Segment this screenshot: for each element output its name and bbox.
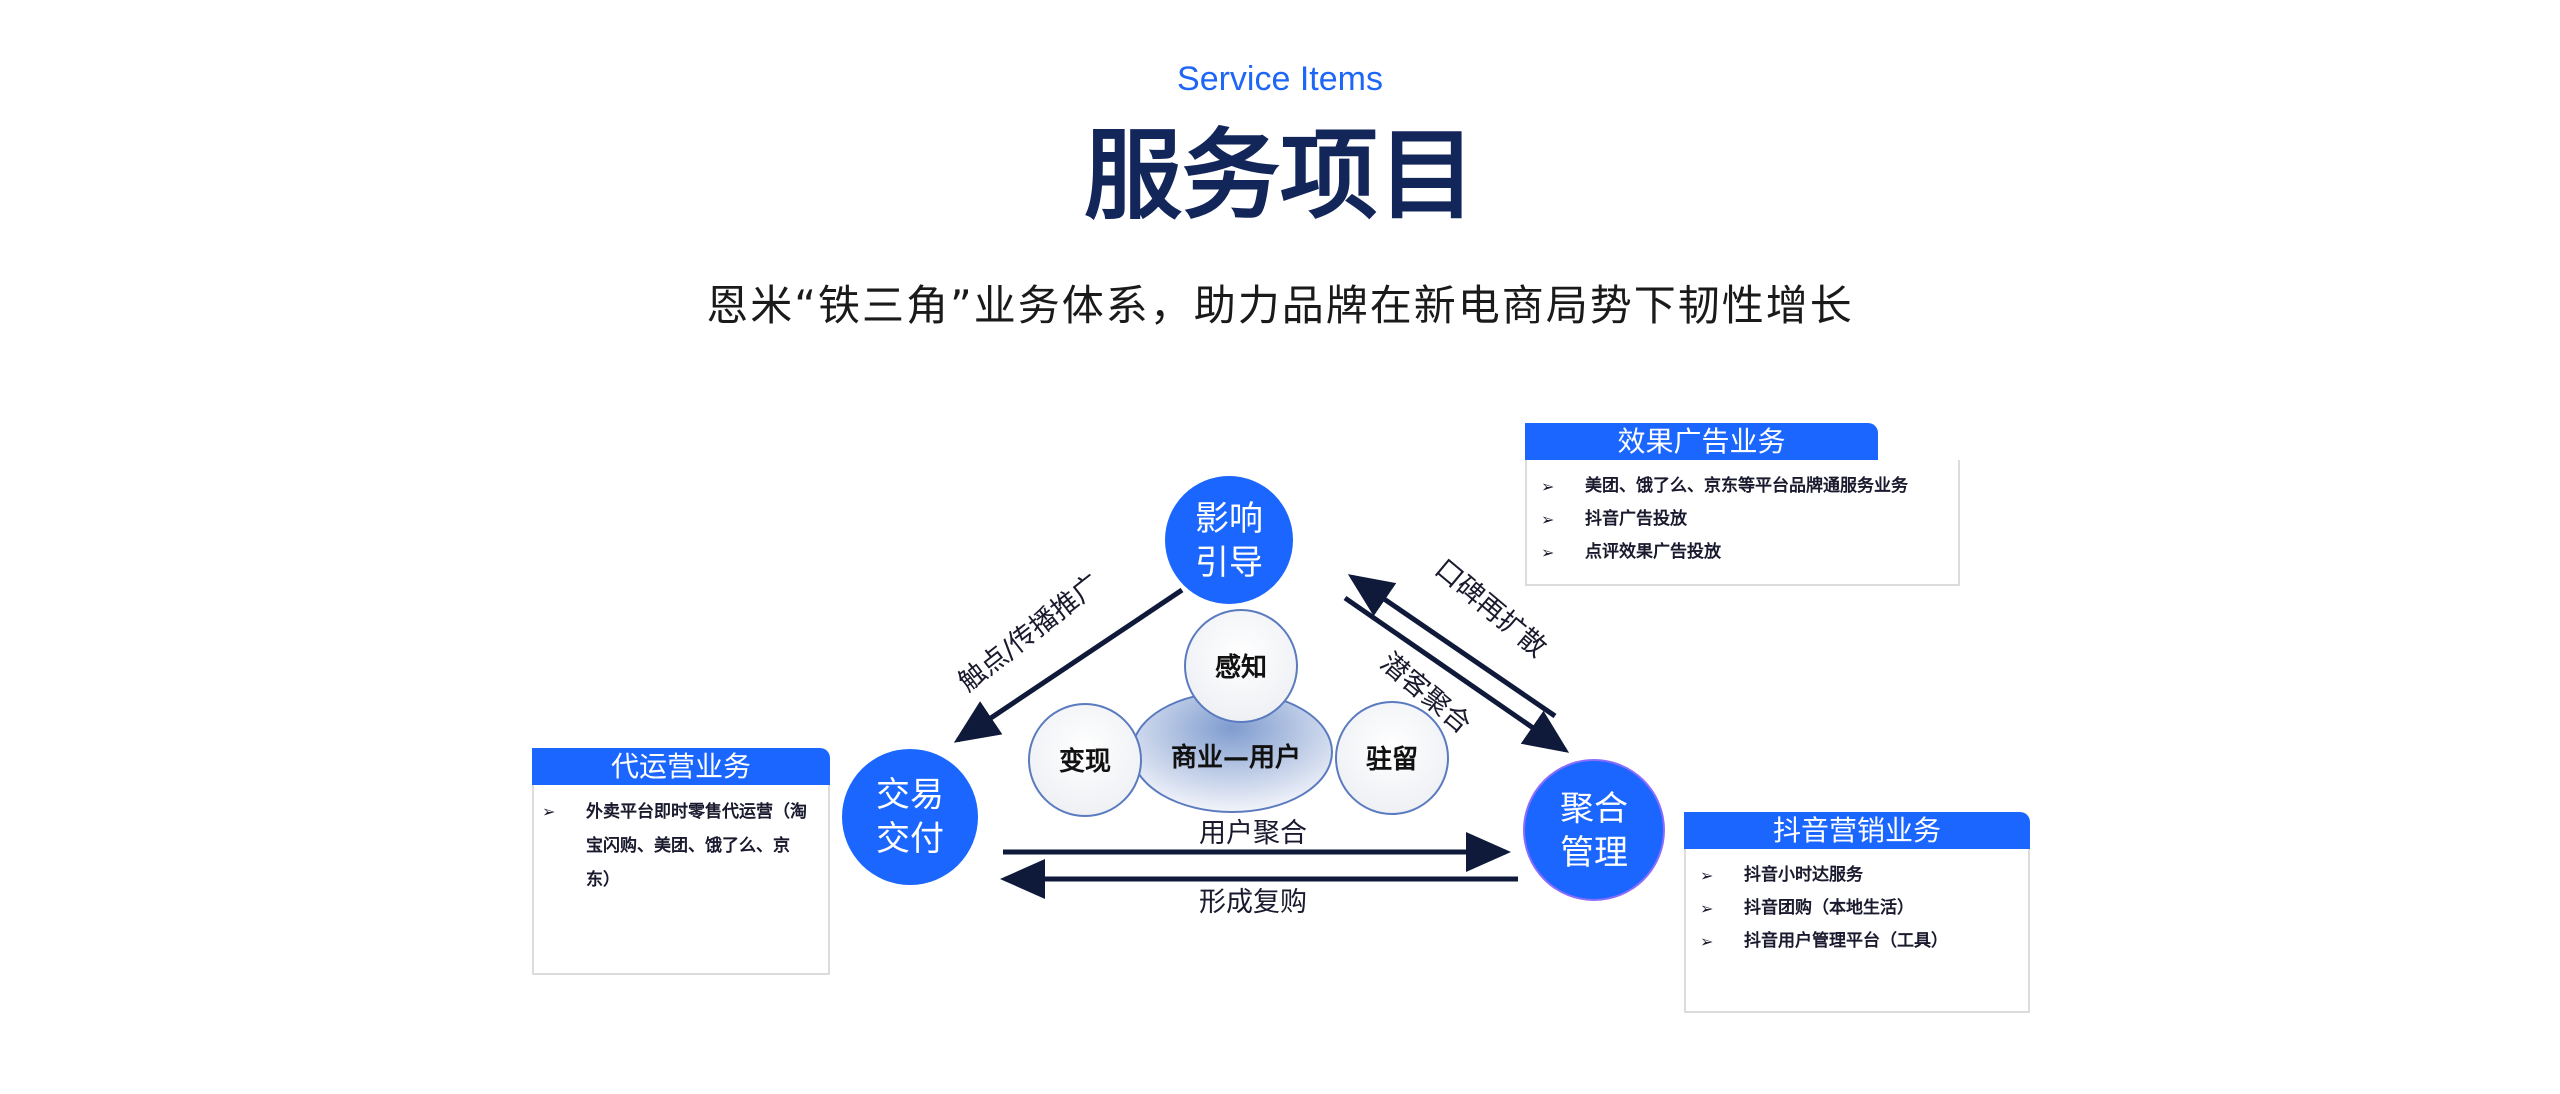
arrow-bullet-icon: ➢ [1700,866,1714,885]
arrow-bullet-icon: ➢ [1700,932,1714,951]
node-transaction-line1: 交易 [876,775,944,815]
arrow-bullet-icon: ➢ [1541,543,1555,562]
node-influence-line2: 引导 [1195,543,1263,583]
arrow-bullet-icon: ➢ [1700,899,1714,918]
node-influence [1165,476,1293,604]
core-label: 商业—用户 [1171,742,1301,773]
node-aggregation-line1: 聚合 [1560,789,1628,829]
bubble-monetize [1028,703,1142,817]
bubble-perceive [1184,609,1298,723]
box-operations: 代运营业务 ➢外卖平台即时零售代运营（淘宝闪购、美团、饿了么、京东） [532,748,830,975]
box-douyin-title: 抖音营销业务 [1684,812,2030,849]
node-aggregation-line2: 管理 [1560,833,1628,873]
section-eyebrow: Service Items [1177,60,1383,98]
box-douyin: 抖音营销业务 ➢抖音小时达服务 ➢抖音团购（本地生活） ➢抖音用户管理平台（工具… [1684,812,2030,1013]
box-ads-title: 效果广告业务 [1525,423,1878,460]
node-transaction-line2: 交付 [876,819,944,859]
list-item: ➢抖音用户管理平台（工具） [1700,925,2014,958]
list-item: ➢抖音团购（本地生活） [1700,892,2014,925]
page-subtitle: 恩米“铁三角”业务体系，助力品牌在新电商局势下韧性增长 [706,281,1854,330]
label-user-aggregation: 用户聚合 [1199,818,1307,849]
monetize-label: 变现 [1059,746,1111,777]
perceive-label: 感知 [1215,653,1267,683]
bubble-retain [1335,701,1449,815]
arrow-bullet-icon: ➢ [1541,510,1555,529]
node-influence-line1: 影响 [1195,499,1263,539]
page-title: 服务项目 [1083,119,1476,233]
label-touchpoint: 触点/传播推广 [953,568,1107,698]
retain-label: 驻留 [1366,744,1418,775]
list-item: ➢美团、饿了么、京东等平台品牌通服务业务 [1541,470,1944,503]
node-aggregation [1523,759,1665,901]
arrow-bullet-icon: ➢ [1541,477,1555,496]
arrow-touchpoint [953,587,1184,743]
list-item: ➢外卖平台即时零售代运营（淘宝闪购、美团、饿了么、京东） [542,795,814,897]
node-transaction [842,749,978,885]
list-item: ➢抖音小时达服务 [1700,859,2014,892]
arrow-prospect [1343,595,1570,753]
list-item: ➢点评效果广告投放 [1541,536,1944,569]
label-repurchase: 形成复购 [1199,887,1307,918]
box-operations-title: 代运营业务 [532,748,830,785]
arrow-bullet-icon: ➢ [542,802,556,821]
arrow-word-of-mouth [1347,574,1557,719]
box-ads: 效果广告业务 ➢美团、饿了么、京东等平台品牌通服务业务 ➢抖音广告投放 ➢点评效… [1525,423,1960,586]
list-item: ➢抖音广告投放 [1541,503,1944,536]
